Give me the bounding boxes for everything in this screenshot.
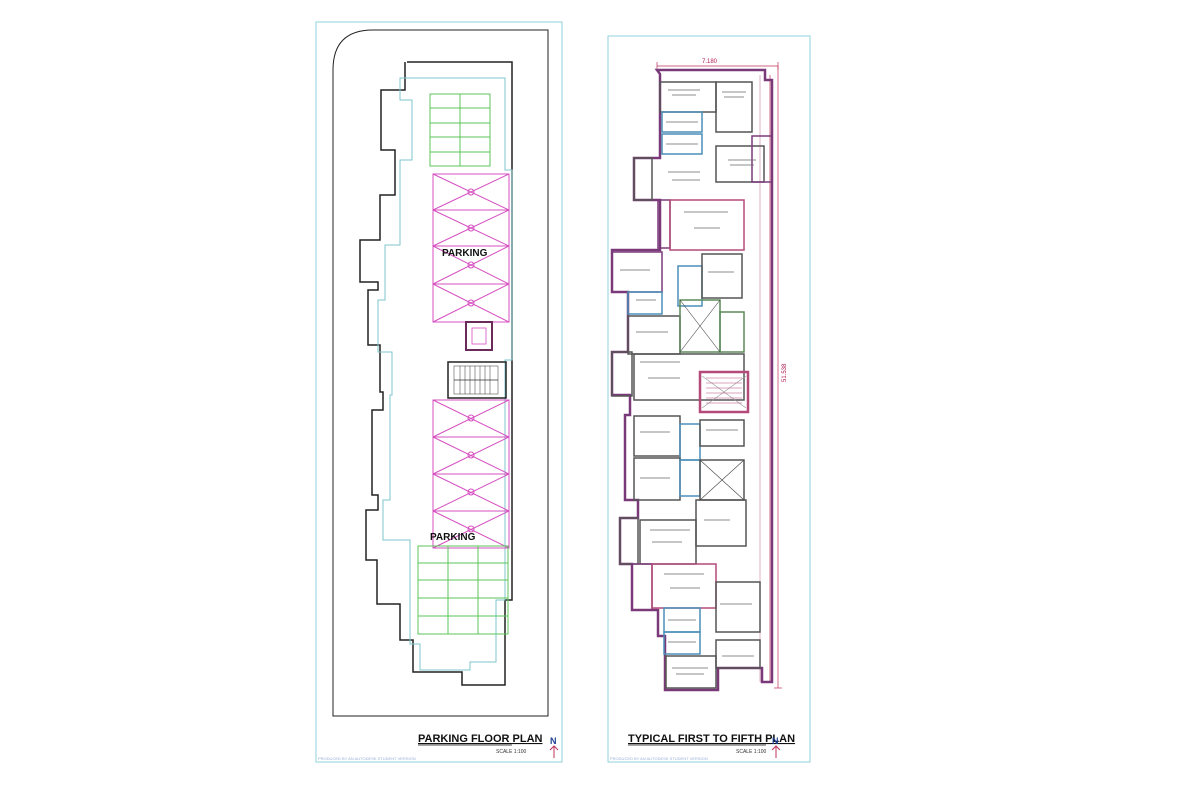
building-inner-outline [377,77,513,671]
typical-floor-plan-sheet: 7.180 51.538 [607,35,811,763]
staircase-right [706,377,742,404]
dimension-length-label: 51.538 [782,363,788,382]
lift-core [465,321,493,351]
dimension-lines [656,62,782,689]
room-partitions [611,81,773,689]
typical-plan-scale: SCALE 1:100 [736,749,767,755]
footer-text-right: PRODUCED BY AN AUTODESK STUDENT VERSION [610,756,708,761]
room-text-marks [620,89,756,675]
svg-text:N: N [772,736,779,746]
two-wheeler-grid-top [429,93,491,167]
plot-boundary [332,29,549,717]
footer-text-left: PRODUCED BY AN AUTODESK STUDENT VERSION [318,756,416,761]
north-arrow-left-icon: N [549,736,559,758]
building-outline-right [610,68,774,692]
two-wheeler-grid-bottom [417,545,509,635]
shaft-crosses [679,299,747,501]
svg-text:N: N [550,736,557,746]
parking-floor-plan-sheet: PARKING PARKING [315,21,563,763]
car-parking-upper [432,173,510,323]
parking-label-upper: PARKING [442,248,488,259]
left-sheet-border [315,21,563,763]
north-arrow-right-icon: N [771,736,781,758]
parking-label-lower: PARKING [430,532,476,543]
parking-plan-scale: SCALE 1:100 [496,749,527,755]
parking-floor-plan-title: PARKING FLOOR PLAN [418,733,543,745]
building-outline-left [359,61,513,686]
typical-floor-plan-title: TYPICAL FIRST TO FIFTH PLAN [628,733,795,745]
car-parking-lower [432,399,510,549]
staircase-left [447,361,507,399]
right-sheet-border [607,35,811,763]
dimension-width-label: 7.180 [702,59,718,65]
